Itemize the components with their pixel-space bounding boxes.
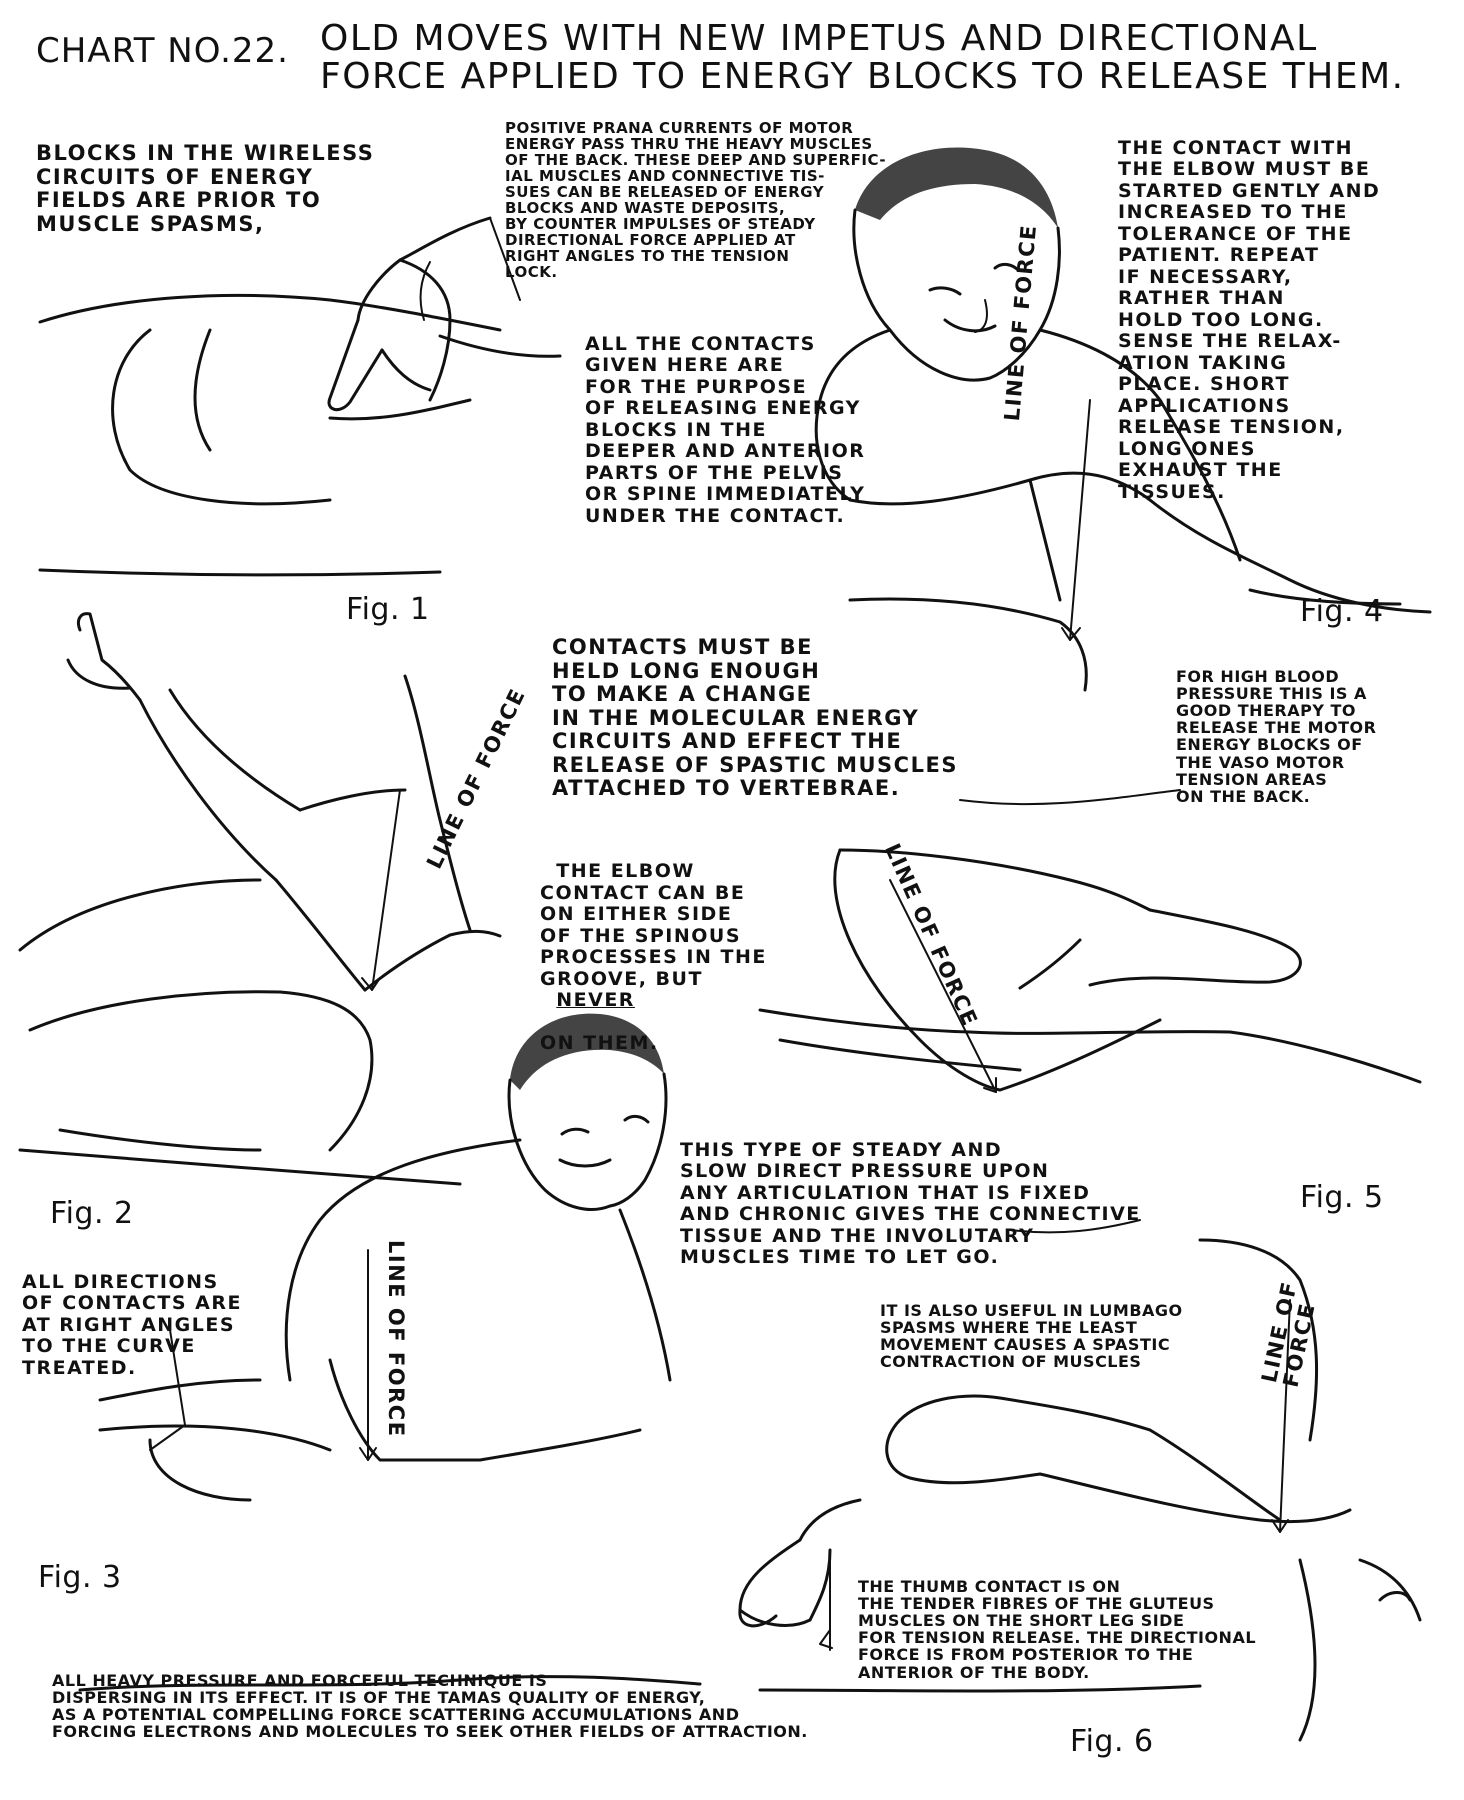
note-blocks-wireless: BLOCKS IN THE WIRELESS CIRCUITS OF ENERG… bbox=[36, 141, 375, 236]
note-positive-prana: POSITIVE PRANA CURRENTS OF MOTOR ENERGY … bbox=[505, 119, 887, 282]
fig1-illustration bbox=[38, 216, 562, 577]
line-of-force-label-fig3: LINE OF FORCE bbox=[384, 1240, 408, 1438]
note-contact-elbow: THE CONTACT WITH THE ELBOW MUST BE START… bbox=[1118, 137, 1381, 503]
fig2-label: Fig. 2 bbox=[50, 1196, 134, 1231]
note-all-directions: ALL DIRECTIONS OF CONTACTS ARE AT RIGHT … bbox=[22, 1271, 242, 1379]
fig6-illustration bbox=[78, 1238, 1422, 1742]
note-never-word: NEVER bbox=[556, 989, 635, 1012]
chart-title: OLD MOVES WITH NEW IMPETUS AND DIRECTION… bbox=[320, 18, 1405, 97]
fig1-label: Fig. 1 bbox=[346, 592, 430, 627]
note-lumbago: IT IS ALSO USEFUL IN LUMBAGO SPASMS WHER… bbox=[880, 1301, 1183, 1372]
note-all-contacts: ALL THE CONTACTS GIVEN HERE ARE FOR THE … bbox=[585, 333, 866, 527]
fig3-label: Fig. 3 bbox=[38, 1560, 122, 1595]
note-elbow-contact-side-text: THE ELBOW CONTACT CAN BE ON EITHER SIDE … bbox=[540, 860, 767, 990]
note-thumb-contact: THE THUMB CONTACT IS ON THE TENDER FIBRE… bbox=[858, 1577, 1257, 1682]
fig5-label: Fig. 5 bbox=[1300, 1180, 1384, 1215]
note-heavy-pressure: ALL HEAVY PRESSURE AND FORCEFUL TECHNIQU… bbox=[52, 1671, 808, 1742]
note-high-blood-pressure: FOR HIGH BLOOD PRESSURE THIS IS A GOOD T… bbox=[1176, 667, 1377, 806]
note-elbow-contact-side: THE ELBOW CONTACT CAN BE ON EITHER SIDE … bbox=[540, 840, 767, 1076]
fig5-illustration bbox=[758, 848, 1422, 1092]
line-of-force-arrows bbox=[149, 399, 1291, 1649]
note-on-them: ON THEM. bbox=[540, 1032, 659, 1055]
note-steady-slow-pressure: THIS TYPE OF STEADY AND SLOW DIRECT PRES… bbox=[680, 1139, 1141, 1269]
fig6-label: Fig. 6 bbox=[1070, 1724, 1154, 1759]
fig4-label: Fig. 4 bbox=[1300, 594, 1384, 629]
fig4-illustration bbox=[814, 147, 1432, 692]
chart-number-label: CHART NO.22. bbox=[36, 31, 289, 71]
fig2-illustration bbox=[18, 612, 502, 1186]
fig3-illustration bbox=[98, 1013, 672, 1502]
note-contacts-held: CONTACTS MUST BE HELD LONG ENOUGH TO MAK… bbox=[552, 635, 958, 801]
